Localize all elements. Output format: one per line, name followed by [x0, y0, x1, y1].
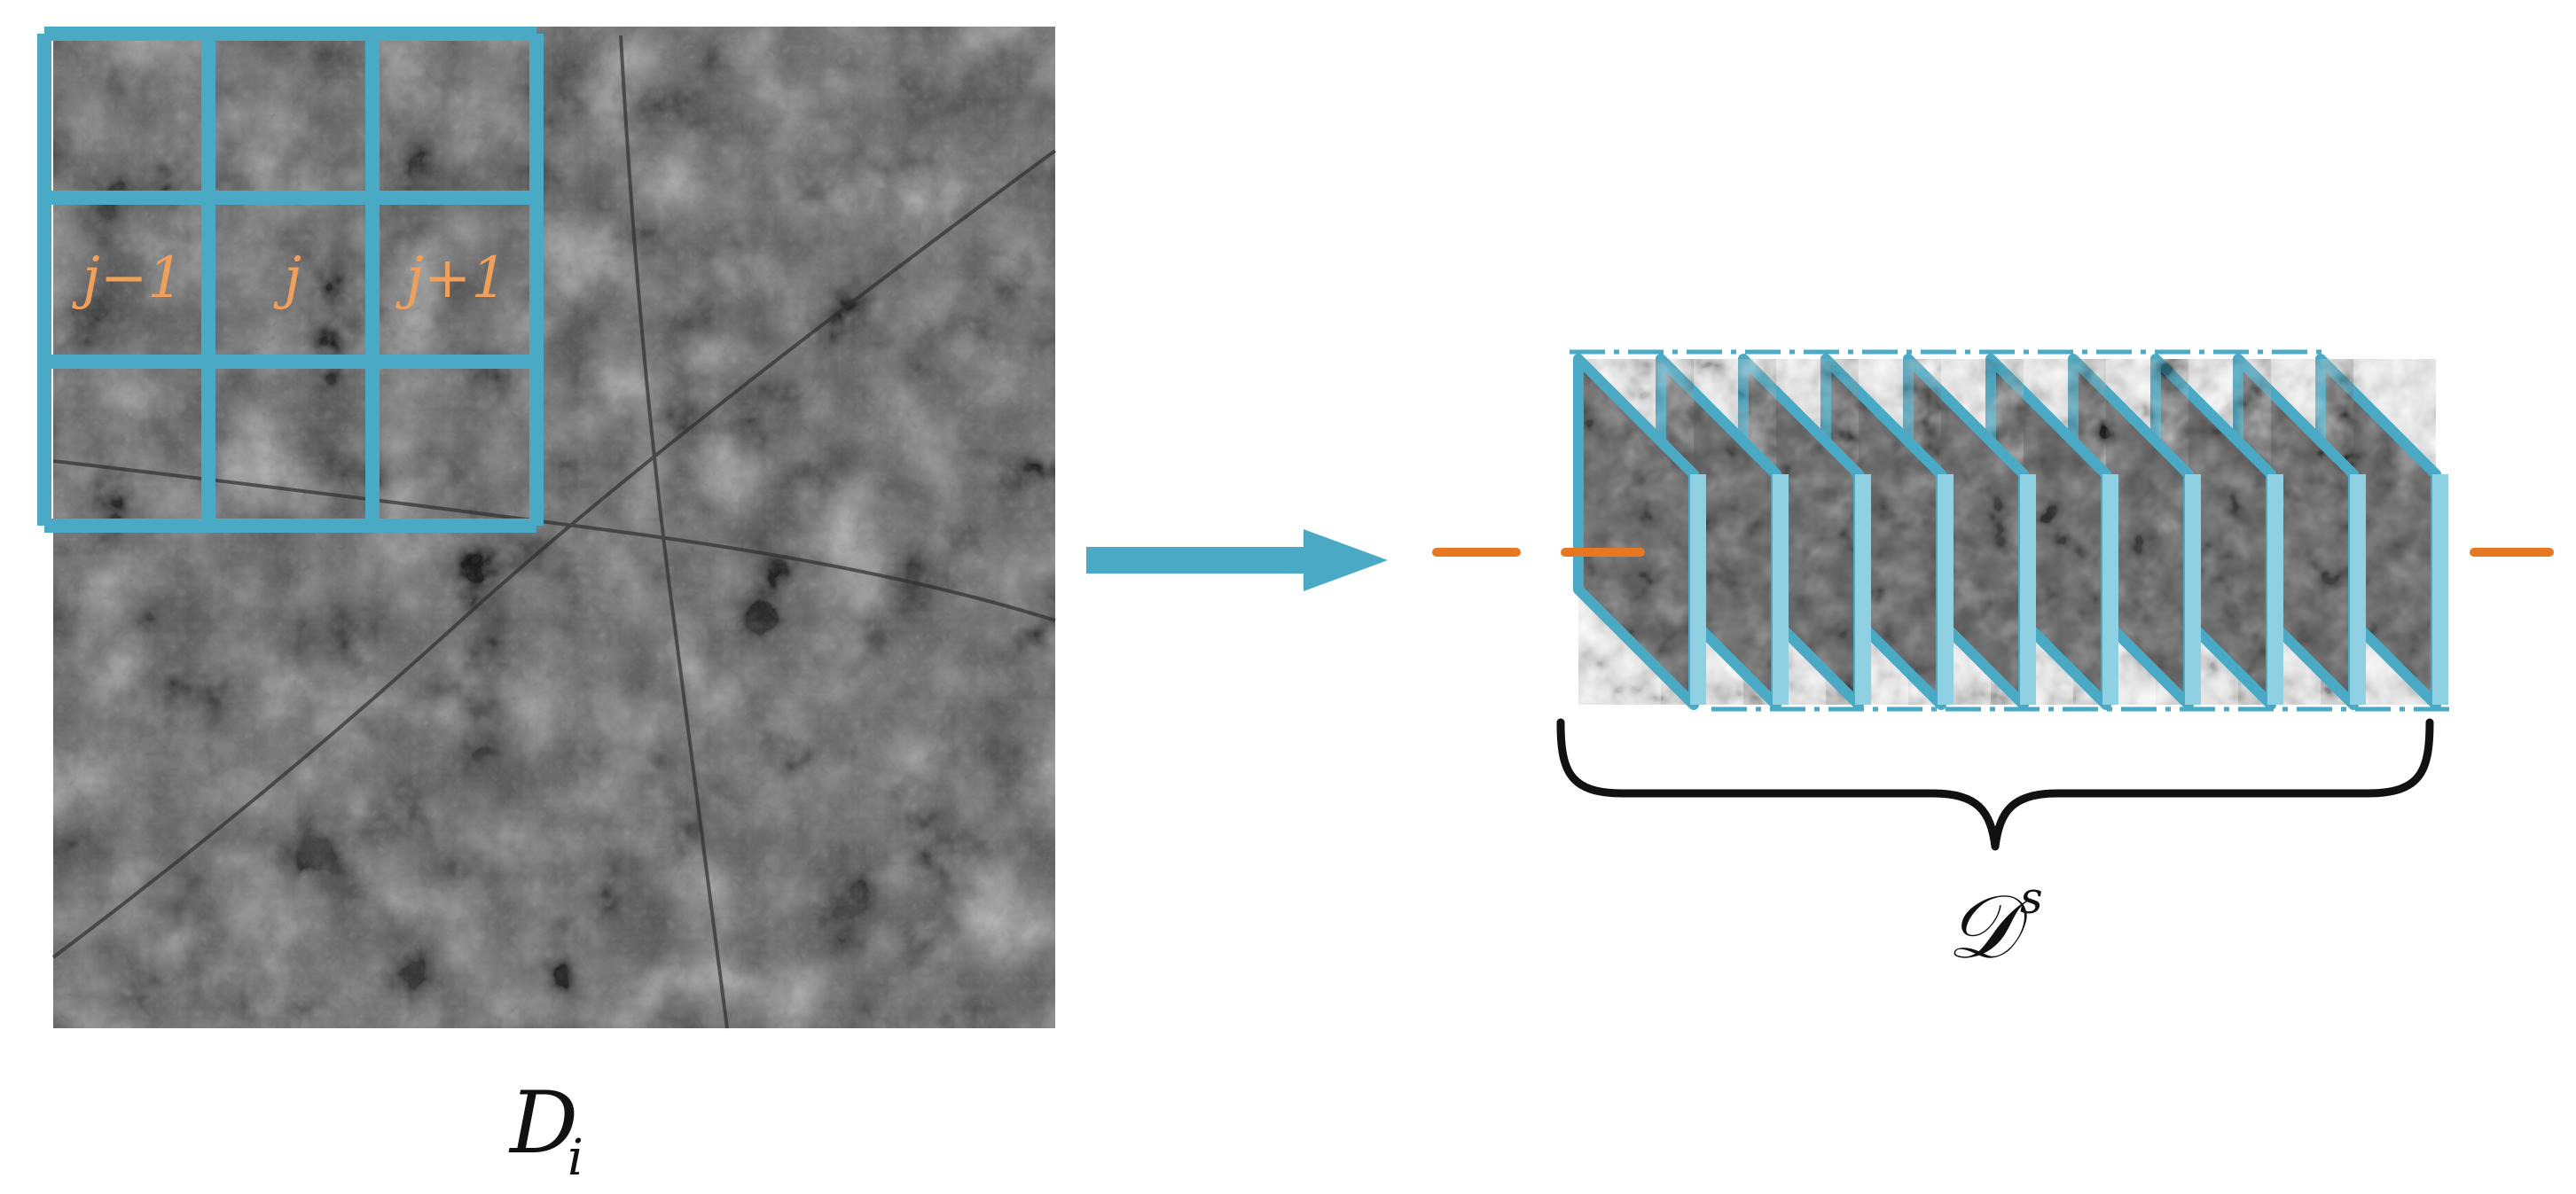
- road-lines: [51, 35, 1057, 1029]
- frame-edge: [2350, 474, 2366, 705]
- output-caption-sup: s: [2020, 872, 2043, 924]
- frame-edge: [1773, 474, 1789, 705]
- frame-edge: [2102, 474, 2118, 705]
- frame-edge: [2185, 474, 2201, 705]
- frame-edge: [2432, 474, 2448, 705]
- frame-edge: [1855, 474, 1871, 705]
- frame-edge: [2267, 474, 2283, 705]
- transform-arrow: [1086, 529, 1388, 591]
- frame-stack: [1570, 349, 2454, 712]
- curly-brace: [1556, 718, 2434, 851]
- grid-label-left: j−1: [72, 246, 184, 311]
- stack-frame: [1573, 354, 1706, 710]
- frame-edge: [1938, 474, 1954, 705]
- output-caption: 𝒟 s: [1946, 872, 2043, 979]
- input-caption: D i: [508, 1073, 583, 1187]
- stack-frame: [2068, 354, 2201, 710]
- input-caption-main: D: [508, 1073, 578, 1173]
- frame-edge: [1690, 474, 1706, 705]
- arrow-head: [1304, 529, 1388, 591]
- grid-label-right: j+1: [395, 246, 507, 311]
- input-caption-sub: i: [568, 1129, 583, 1187]
- frame-edge: [2020, 474, 2036, 705]
- patch-grid: [37, 27, 544, 533]
- arrow-shaft: [1086, 547, 1308, 574]
